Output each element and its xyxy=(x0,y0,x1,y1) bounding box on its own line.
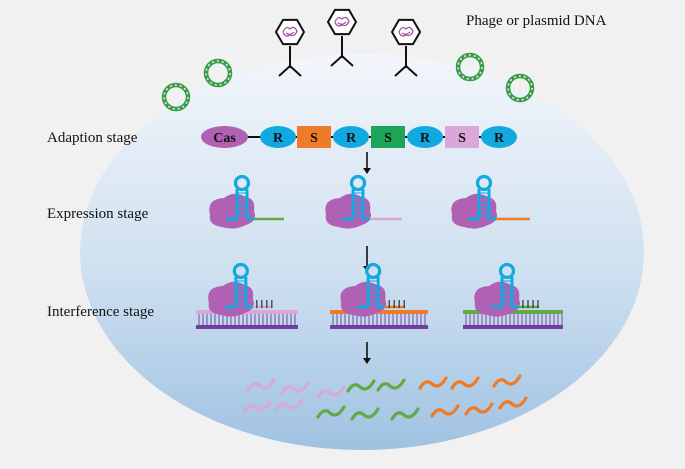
down-arrow-icon xyxy=(363,342,371,364)
arrow-group xyxy=(363,152,371,364)
cas-crrna-complex xyxy=(340,262,406,317)
dna-fragment-icon xyxy=(242,400,272,414)
dna-fragment-icon xyxy=(492,374,522,388)
target-dna-duplex xyxy=(330,262,428,329)
expression-complexes xyxy=(209,174,530,229)
array-segment-repeat: R xyxy=(333,126,369,148)
array-segment-label: R xyxy=(420,131,431,146)
dna-fragment-icon xyxy=(450,376,480,390)
array-segment-label: R xyxy=(346,131,357,146)
array-segment-repeat: R xyxy=(260,126,296,148)
dna-fragment-icon xyxy=(418,376,448,390)
phage-icon xyxy=(390,18,422,77)
cas-crrna-complex xyxy=(474,262,539,317)
dna-fragment-icon xyxy=(280,381,310,395)
array-segment-label: R xyxy=(494,131,505,146)
expression-stage-label: Expression stage xyxy=(47,206,149,222)
crrna-hairpin-icon xyxy=(224,262,253,309)
cas-crrna-complex xyxy=(325,174,402,229)
dna-fragment-icon xyxy=(316,385,346,399)
dna-fragment-icon xyxy=(498,396,528,410)
interference-complexes xyxy=(196,262,563,329)
dna-fragment-icon xyxy=(346,379,376,393)
down-arrow-icon xyxy=(363,152,371,174)
plasmid-icon xyxy=(455,52,485,82)
array-segment-label: S xyxy=(310,131,318,146)
crrna-hairpin-icon xyxy=(491,262,519,309)
adaption-stage-label: Adaption stage xyxy=(47,130,138,146)
dna-fragment-icon xyxy=(316,405,346,419)
array-segment-label: R xyxy=(273,131,284,146)
crrna-hairpin-icon xyxy=(226,174,254,221)
array-segment-label: Cas xyxy=(213,131,236,146)
dna-fragment-icon xyxy=(376,378,406,392)
array-segment-spacer: S xyxy=(445,126,479,148)
phage-plasmid-label: Phage or plasmid DNA xyxy=(466,13,607,29)
phage-icon xyxy=(274,18,306,77)
cas-crrna-complex xyxy=(208,262,273,317)
plasmid-group xyxy=(161,52,535,112)
array-segment-repeat: R xyxy=(407,126,443,148)
dna-fragment-icon xyxy=(390,407,420,421)
target-dna-duplex xyxy=(463,262,563,329)
array-segment-spacer: S xyxy=(371,126,405,148)
dna-fragment-icon xyxy=(430,404,460,418)
plasmid-icon xyxy=(203,58,233,88)
dna-fragment-icon xyxy=(464,402,494,416)
interference-stage-label: Interference stage xyxy=(47,304,154,320)
plasmid-icon xyxy=(505,73,535,103)
bacterial-cell xyxy=(80,54,644,450)
phage-icon xyxy=(326,8,358,67)
cas-crrna-complex xyxy=(209,174,284,229)
array-segment-repeat: R xyxy=(481,126,517,148)
dna-fragment-icon xyxy=(246,378,276,392)
dna-fragment-icon xyxy=(350,407,380,421)
degraded-dna-fragments xyxy=(242,374,528,421)
crrna-hairpin-icon xyxy=(342,174,370,221)
array-segment-spacer: S xyxy=(297,126,331,148)
array-segment-label: S xyxy=(384,131,392,146)
array-segment-label: S xyxy=(458,131,466,146)
crispr-array: Cas R S R S R S R xyxy=(201,126,517,148)
crrna-hairpin-icon xyxy=(357,262,386,309)
cas-crrna-complex xyxy=(451,174,530,229)
dna-fragment-icon xyxy=(274,398,304,412)
target-dna-duplex xyxy=(196,262,298,329)
phage-group xyxy=(274,8,422,77)
plasmid-icon xyxy=(161,82,191,112)
array-segment-cas: Cas xyxy=(201,126,248,148)
crrna-hairpin-icon xyxy=(468,174,496,221)
